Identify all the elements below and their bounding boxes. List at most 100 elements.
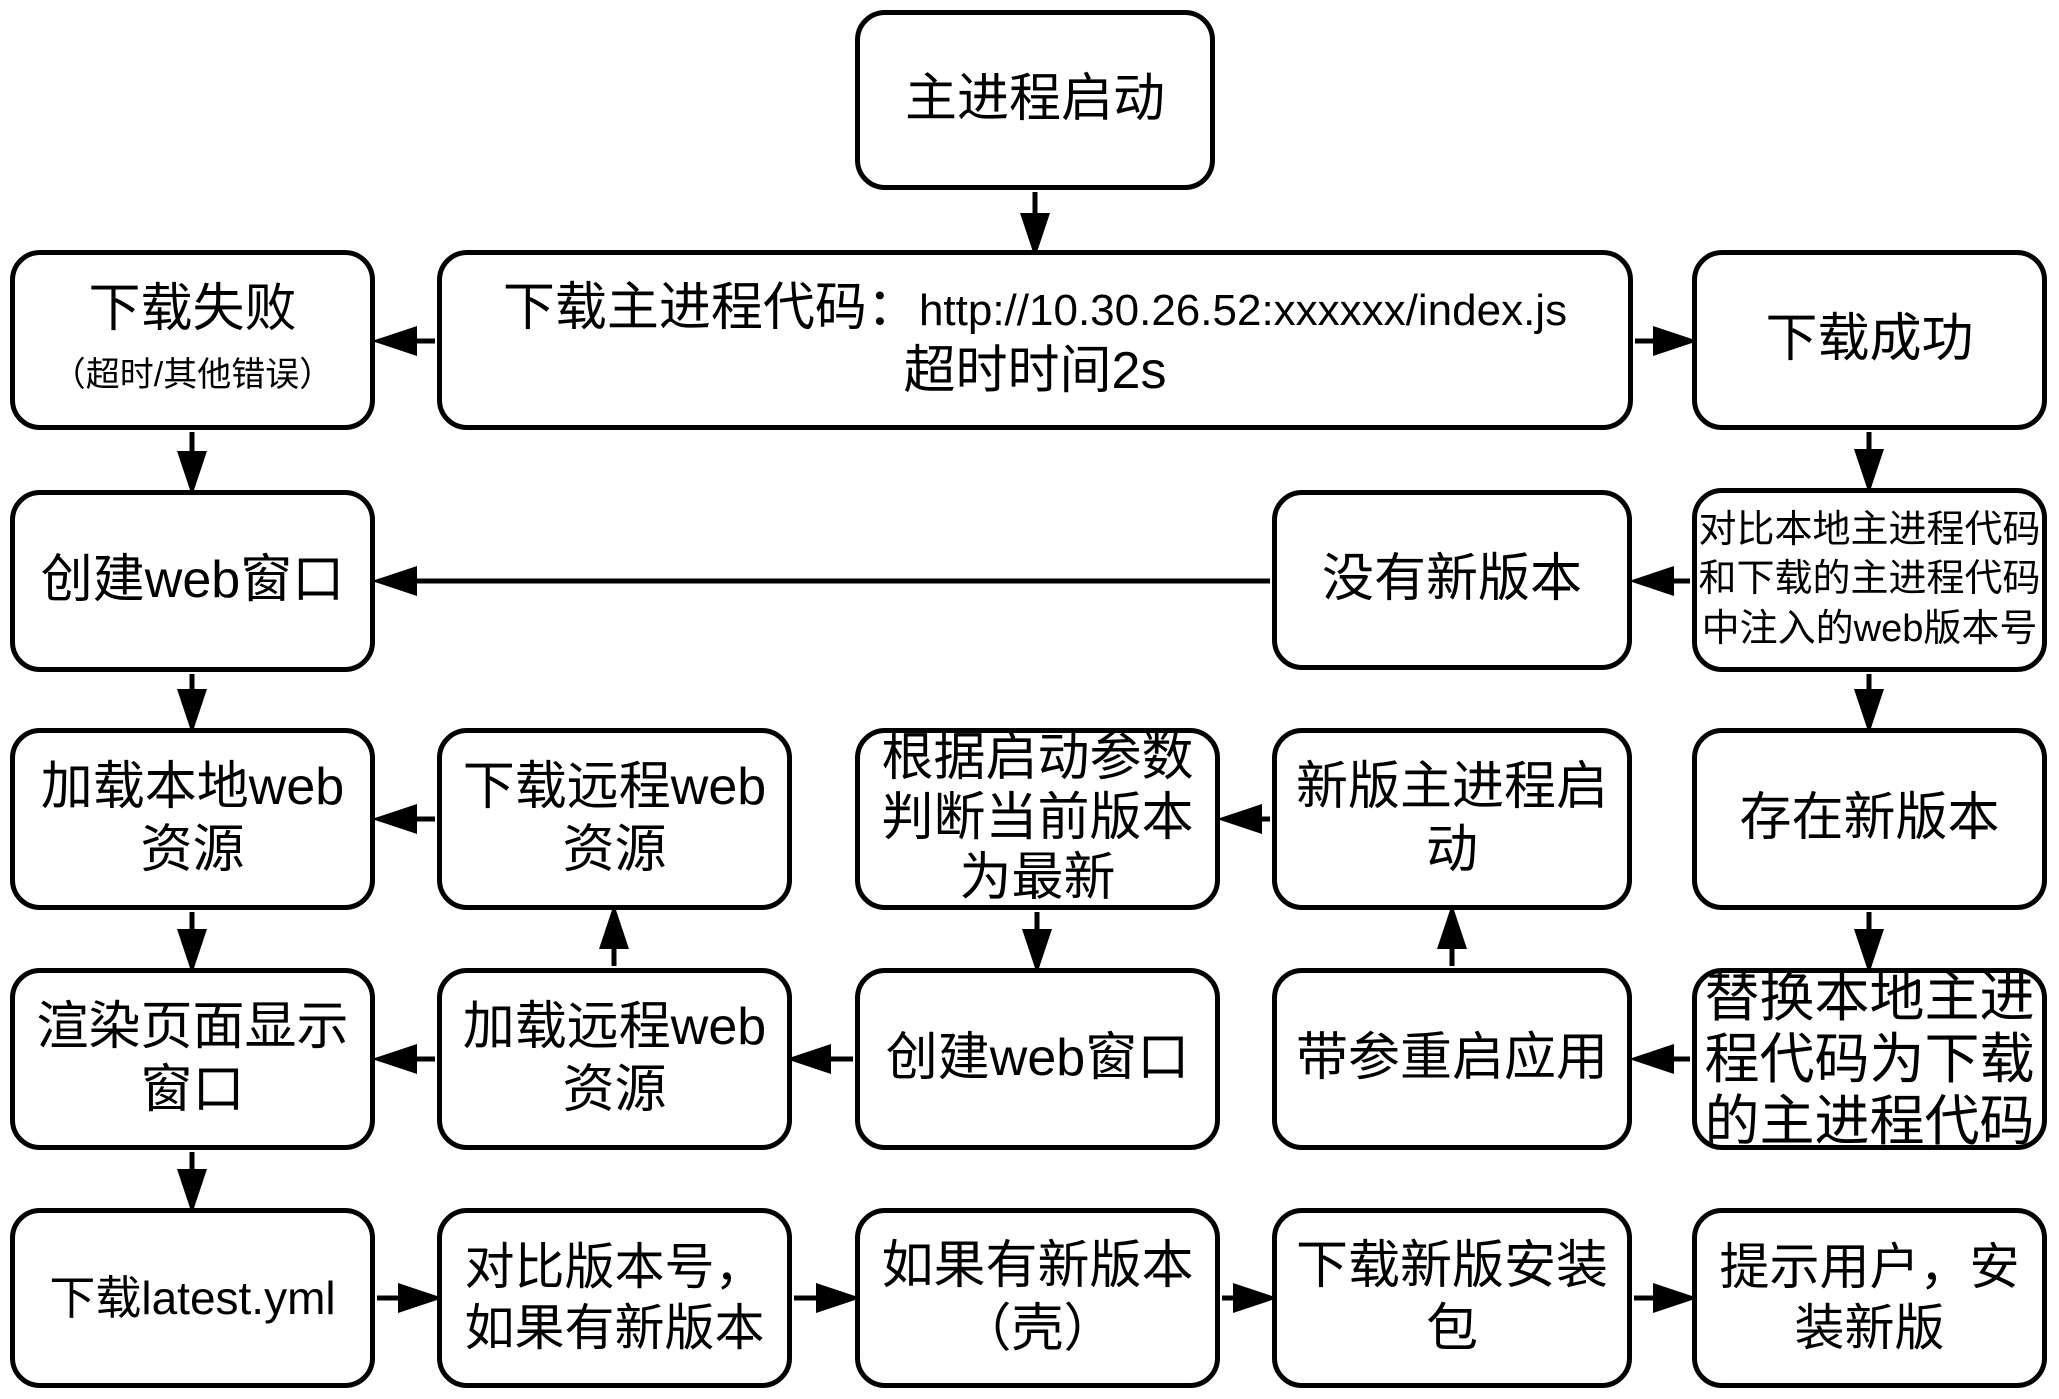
node-download-success-label: 下载成功: [1765, 310, 1974, 369]
node-replace-local-main-code: 替换本地主进程代码为下载的主进程代码: [1692, 966, 2047, 1152]
node-no-new-version: 没有新版本: [1272, 490, 1632, 670]
node-load-local-web-res-label: 资源: [140, 821, 245, 879]
node-main-process-start-label: 主进程启动: [904, 70, 1165, 129]
node-if-new-version-shell-line: 如果有新版本: [881, 1235, 1193, 1298]
node-download-fail-label: 下载失败: [88, 280, 297, 339]
node-download-remote-web-res-line: 资源: [562, 819, 666, 882]
node-download-main-code-label: http://10.30.26.52:xxxxxx/index.js: [918, 285, 1568, 335]
node-judge-current-latest-label: 为最新: [959, 848, 1116, 907]
node-new-main-process-start-label: 新版主进程启: [1295, 757, 1608, 816]
node-judge-current-latest: 根据启动参数判断当前版本为最新: [855, 728, 1220, 910]
node-download-main-code-line: 超时时间2s: [904, 340, 1167, 403]
node-create-web-window-left: 创建web窗口: [10, 490, 375, 672]
node-judge-current-latest-line: 为最新: [959, 849, 1115, 909]
node-compare-version-number-line: 如果有新版本: [465, 1298, 765, 1359]
node-restart-with-args-label: 带参重启应用: [1295, 1029, 1608, 1088]
node-download-fail-line: （超时/其他错误）: [52, 340, 333, 400]
node-exist-new-version-line: 存在新版本: [1739, 787, 1999, 850]
node-judge-current-latest-line: 判断当前版本: [881, 789, 1193, 849]
node-no-new-version-label: 没有新版本: [1321, 550, 1582, 609]
node-download-remote-web-res-label: 资源: [562, 821, 667, 879]
node-replace-local-main-code-label: 替换本地主进: [1704, 965, 2035, 1028]
node-compare-version-number-line: 对比版本号，: [465, 1237, 765, 1298]
node-prompt-user-install-line: 装新版: [1795, 1298, 1945, 1359]
node-render-page-window-line: 渲染页面显示: [36, 996, 348, 1059]
node-load-local-web-res-label: 加载本地web: [40, 757, 345, 816]
node-render-page-window-label: 渲染页面显示: [36, 997, 349, 1056]
node-download-remote-web-res-line: 下载远程web: [463, 756, 766, 819]
node-load-remote-web-res-label: 资源: [562, 1061, 667, 1119]
node-download-new-installer-line: 下载新版安装: [1296, 1235, 1608, 1298]
node-judge-current-latest-line: 根据启动参数: [881, 729, 1193, 789]
node-download-fail-label: （超时/其他错误）: [51, 356, 334, 394]
node-new-main-process-start-line: 动: [1426, 819, 1478, 882]
node-prompt-user-install-label: 装新版: [1794, 1300, 1945, 1356]
node-compare-web-version-line: 对比本地主进程代码: [1698, 506, 2040, 555]
node-download-remote-web-res-label: 下载远程web: [462, 757, 767, 816]
node-download-fail-line: 下载失败: [88, 280, 296, 340]
node-main-process-start: 主进程启动: [855, 10, 1215, 190]
node-compare-version-number-label: 如果有新版本: [464, 1300, 765, 1356]
node-load-local-web-res-line: 加载本地web: [41, 756, 344, 819]
node-new-main-process-start-label: 动: [1425, 821, 1478, 879]
node-exist-new-version: 存在新版本: [1692, 728, 2047, 910]
node-compare-web-version-label: 和下载的主进程代码: [1698, 558, 2041, 601]
node-compare-version-number-label: 对比版本号，: [464, 1239, 765, 1295]
node-new-main-process-start-line: 新版主进程启: [1296, 756, 1608, 819]
node-replace-local-main-code-line: 替换本地主进: [1704, 966, 2034, 1028]
node-download-success: 下载成功: [1692, 250, 2047, 430]
node-create-web-window-mid: 创建web窗口: [855, 968, 1220, 1150]
node-prompt-user-install-line: 提示用户，安: [1720, 1237, 2020, 1298]
node-download-main-code-line: 下载主进程代码：http://10.30.26.52:xxxxxx/index.…: [503, 277, 1567, 340]
node-download-latest-yml-line: 下载latest.yml: [49, 1270, 335, 1326]
node-replace-local-main-code-label: 程代码为下载: [1704, 1027, 2035, 1090]
node-if-new-version-shell-label: （壳）: [959, 1300, 1116, 1358]
node-render-page-window-label: 窗口: [140, 1061, 245, 1119]
node-download-new-installer-label: 包: [1425, 1300, 1478, 1358]
node-replace-local-main-code-line: 的主进程代码: [1704, 1090, 2034, 1152]
node-download-main-code: 下载主进程代码：http://10.30.26.52:xxxxxx/index.…: [437, 250, 1633, 430]
node-download-new-installer: 下载新版安装包: [1272, 1208, 1632, 1388]
node-replace-local-main-code-label: 的主进程代码: [1704, 1090, 2035, 1153]
node-judge-current-latest-label: 根据启动参数: [881, 729, 1194, 788]
node-restart-with-args: 带参重启应用: [1272, 968, 1632, 1150]
node-load-remote-web-res-line: 加载远程web: [463, 996, 766, 1059]
node-compare-web-version-label: 对比本地主进程代码: [1698, 508, 2041, 551]
node-compare-web-version-line: 中注入的web版本号: [1702, 605, 2038, 654]
node-download-new-installer-line: 包: [1426, 1298, 1478, 1361]
node-download-latest-yml: 下载latest.yml: [10, 1208, 375, 1388]
node-download-latest-yml-label: 下载latest.yml: [49, 1271, 336, 1324]
node-load-local-web-res-line: 资源: [140, 819, 244, 882]
node-compare-web-version-line: 和下载的主进程代码: [1698, 555, 2040, 604]
node-render-page-window-line: 窗口: [140, 1059, 244, 1122]
node-compare-web-version: 对比本地主进程代码和下载的主进程代码中注入的web版本号: [1692, 488, 2047, 672]
node-exist-new-version-label: 存在新版本: [1739, 789, 2000, 848]
node-if-new-version-shell-label: 如果有新版本: [881, 1236, 1194, 1295]
node-replace-local-main-code-line: 程代码为下载: [1704, 1028, 2034, 1090]
node-load-remote-web-res-label: 加载远程web: [462, 997, 767, 1056]
node-compare-version-number: 对比版本号，如果有新版本: [437, 1208, 792, 1388]
node-prompt-user-install: 提示用户，安装新版: [1692, 1208, 2047, 1388]
node-compare-web-version-label: 中注入的web版本号: [1701, 607, 2038, 650]
node-download-main-code-label: 下载主进程代码：: [502, 278, 919, 337]
node-load-remote-web-res-line: 资源: [562, 1059, 666, 1122]
node-create-web-window-mid-line: 创建web窗口: [886, 1027, 1189, 1090]
node-create-web-window-mid-label: 创建web窗口: [885, 1029, 1190, 1088]
node-render-page-window: 渲染页面显示窗口: [10, 968, 375, 1150]
node-download-new-installer-label: 下载新版安装: [1295, 1236, 1608, 1295]
node-create-web-window-left-label: 创建web窗口: [40, 551, 345, 610]
node-download-success-line: 下载成功: [1765, 308, 1973, 371]
node-if-new-version-shell-line: （壳）: [959, 1298, 1115, 1361]
node-create-web-window-left-line: 创建web窗口: [41, 549, 344, 612]
node-main-process-start-line: 主进程启动: [905, 68, 1165, 131]
node-download-fail: 下载失败 （超时/其他错误）: [10, 250, 375, 430]
node-if-new-version-shell: 如果有新版本（壳）: [855, 1208, 1220, 1388]
node-new-main-process-start: 新版主进程启动: [1272, 728, 1632, 910]
node-download-main-code-label: 超时时间2s: [903, 342, 1167, 400]
node-prompt-user-install-label: 提示用户，安: [1719, 1239, 2020, 1295]
